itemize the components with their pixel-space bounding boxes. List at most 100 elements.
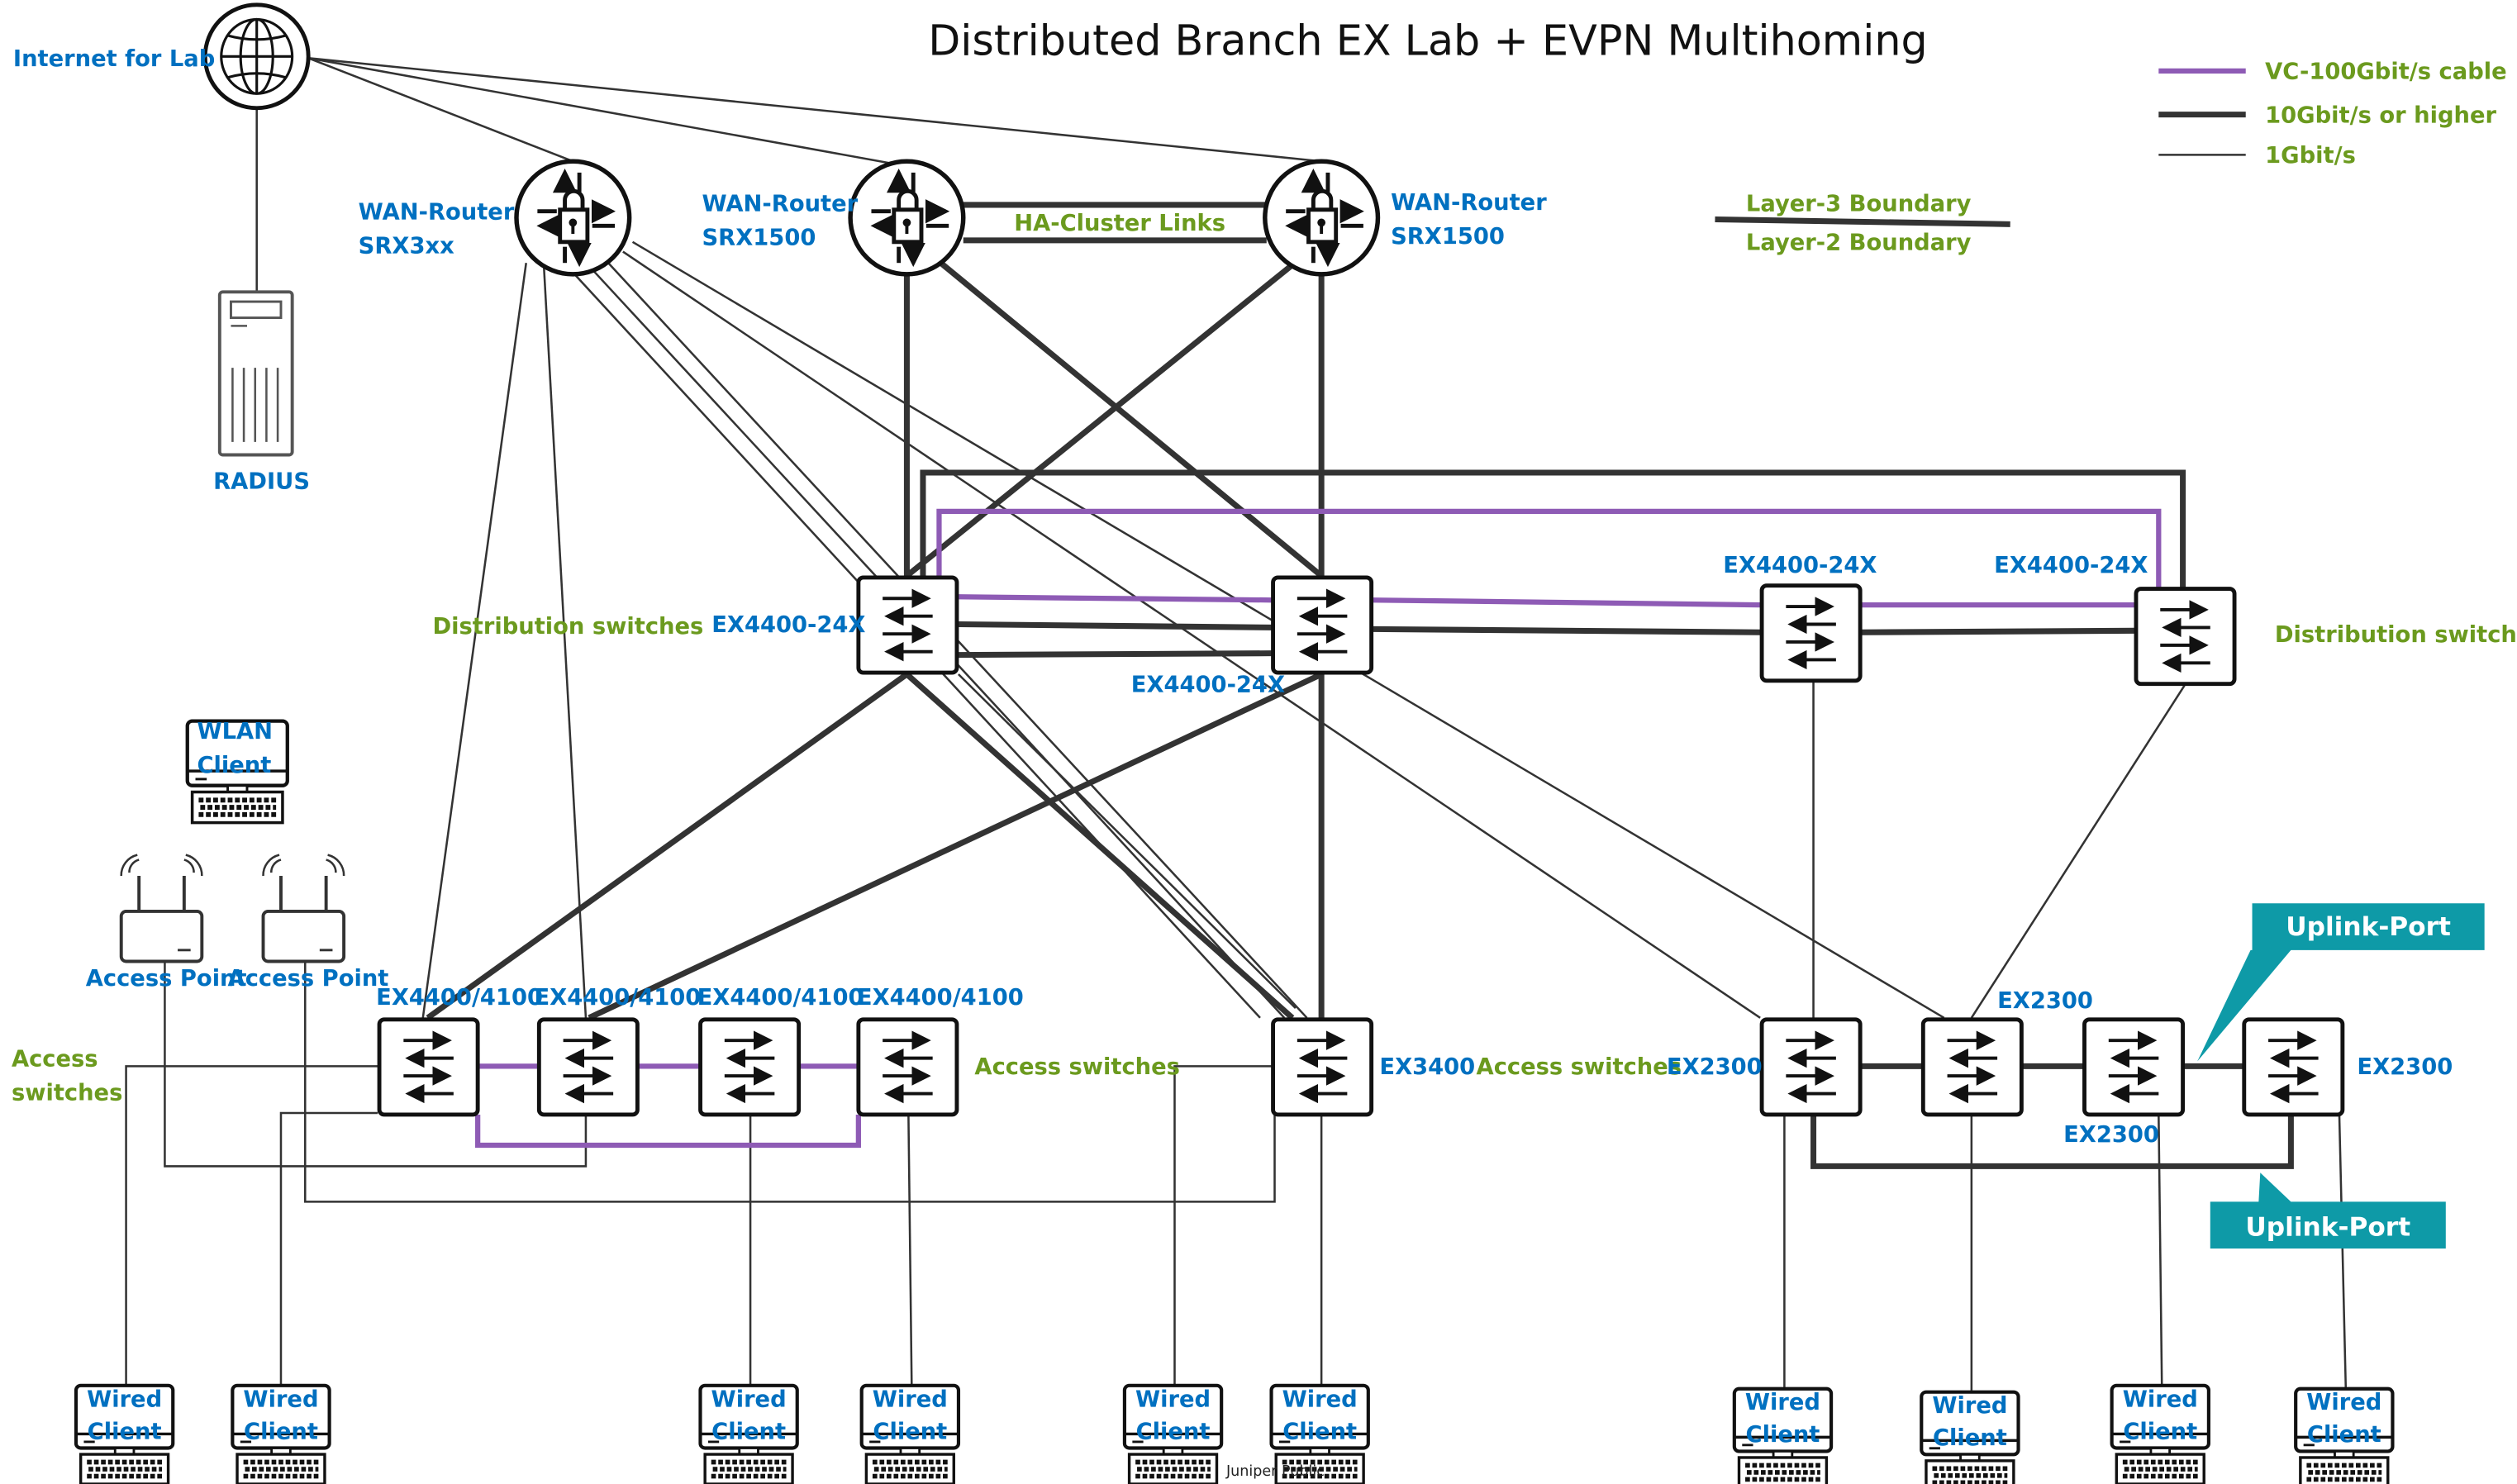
link-1g: [2338, 1114, 2348, 1387]
link-10g: [426, 672, 909, 1020]
legend-label: 1Gbit/s: [2265, 143, 2356, 169]
link-1g: [2158, 1114, 2163, 1384]
wired-client-label: Wired: [711, 1386, 787, 1412]
switch-label: EX4400-24X: [1723, 553, 1877, 578]
switch-label: EX4400/4100: [376, 985, 543, 1011]
radius-label: RADIUS: [213, 469, 310, 495]
access-switch-icon: [539, 1020, 637, 1115]
switch-label: EX2300: [1997, 988, 2093, 1014]
layer2-boundary-label: Layer-2 Boundary: [1746, 231, 1972, 256]
access-point-label: Access Point: [86, 966, 247, 992]
wired-client-label: Client: [1282, 1419, 1357, 1444]
distribution-switch-icon: [859, 578, 957, 673]
wired-client-label: Wired: [2306, 1390, 2381, 1415]
access-group-label: Access switches: [1477, 1054, 1682, 1080]
link-10g: [920, 469, 2186, 587]
wired-client-label: Client: [2307, 1422, 2381, 1448]
internet-node: Internet for Lab: [13, 2, 311, 111]
access-point-icon: [119, 853, 204, 963]
wired-client-label: Client: [2123, 1419, 2197, 1444]
link-10g: [905, 264, 1293, 578]
uplink-callout: Uplink-Port: [2210, 1172, 2446, 1249]
wired-client-label: Wired: [2123, 1386, 2198, 1412]
access-switch-icon: [701, 1020, 799, 1115]
legend-label: VC-100Gbit/s cable: [2265, 59, 2507, 85]
link-10g: [905, 672, 1295, 1020]
switch-label: EX4400/4100: [534, 985, 701, 1011]
wired-client-label: Wired: [1282, 1386, 1358, 1412]
link-1g: [542, 266, 588, 1018]
layer3-boundary-label: Layer-3 Boundary: [1746, 192, 1972, 217]
router-firewall-icon: [850, 161, 964, 274]
link-1g: [1970, 684, 2186, 1019]
wired-client-label: Client: [873, 1419, 947, 1444]
access-switch-icon: [379, 1020, 478, 1115]
wired-client-label: Client: [88, 1419, 162, 1444]
router-model: SRX1500: [702, 226, 816, 251]
access-switch-icon: [859, 1020, 957, 1115]
access-switch-icon: [1273, 1020, 1372, 1115]
router-label: WAN-Router: [702, 192, 859, 217]
access-point-icon: [261, 853, 346, 963]
distribution-group-label: Distribution switches: [2275, 622, 2517, 648]
wired-client-label: Wired: [1745, 1390, 1820, 1415]
wired-client-label: Wired: [87, 1386, 162, 1412]
switch-label: EX4400-24X: [711, 612, 865, 638]
access-switch-icon: [1923, 1020, 2021, 1115]
access-group-label: switches: [12, 1080, 122, 1106]
router-label: WAN-Router: [359, 199, 515, 225]
distribution-group-label: Distribution switches: [432, 614, 703, 640]
link-10g: [958, 621, 1272, 630]
wired-client-label: Wired: [873, 1386, 948, 1412]
router-firewall-icon: [1265, 161, 1378, 274]
access-switch-icon: [2085, 1020, 2183, 1115]
wired-client-label: Wired: [1932, 1393, 2007, 1419]
link-1g: [164, 963, 588, 1168]
switch-label: EX2300: [2357, 1054, 2453, 1080]
access-point-label: Access Point: [228, 966, 389, 992]
link-10g: [588, 671, 1323, 1021]
distribution-switch-icon: [1273, 578, 1372, 673]
link-vc-100g: [936, 508, 2162, 606]
radius-server: RADIUS: [213, 290, 310, 495]
link-1g: [125, 1065, 378, 1384]
link-1g: [622, 250, 1761, 1019]
legend: VC-100Gbit/s cable 10Gbit/s or higher 1G…: [1715, 59, 2507, 256]
uplink-callout-label: Uplink-Port: [2286, 912, 2451, 942]
switch-label: EX4400/4100: [697, 985, 864, 1011]
link-vc-100g: [475, 1114, 861, 1149]
router-label: WAN-Router: [1391, 190, 1547, 216]
uplink-callout: Uplink-Port: [2197, 903, 2485, 1062]
link-1g: [307, 57, 573, 163]
link-1g: [279, 1111, 378, 1384]
link-1g: [308, 57, 1322, 163]
access-group-label: Access: [12, 1046, 98, 1072]
router-model: SRX3xx: [359, 233, 454, 259]
distribution-switch-icon: [1762, 586, 1860, 681]
access-switch-icon: [2244, 1020, 2343, 1115]
wired-client-label: Client: [711, 1419, 786, 1444]
legend-label: 10Gbit/s or higher: [2265, 102, 2496, 128]
link-10g: [939, 260, 1324, 578]
access-switch-icon: [1762, 1020, 1860, 1115]
link-10g: [1810, 1114, 2294, 1169]
wlan-client-label: WLAN: [197, 719, 273, 744]
wired-client-label: Wired: [243, 1386, 318, 1412]
switch-label: EX4400/4100: [857, 985, 1024, 1011]
access-group-label: Access switches: [974, 1054, 1180, 1080]
link-1g: [907, 1114, 913, 1384]
ha-cluster-label: HA-Cluster Links: [1014, 211, 1225, 236]
switch-label: EX2300: [1667, 1054, 1763, 1080]
link-1g: [958, 673, 1297, 1010]
switch-label: EX4400-24X: [1131, 672, 1285, 697]
switch-label: EX2300: [2063, 1122, 2159, 1148]
server-icon: [217, 290, 294, 457]
